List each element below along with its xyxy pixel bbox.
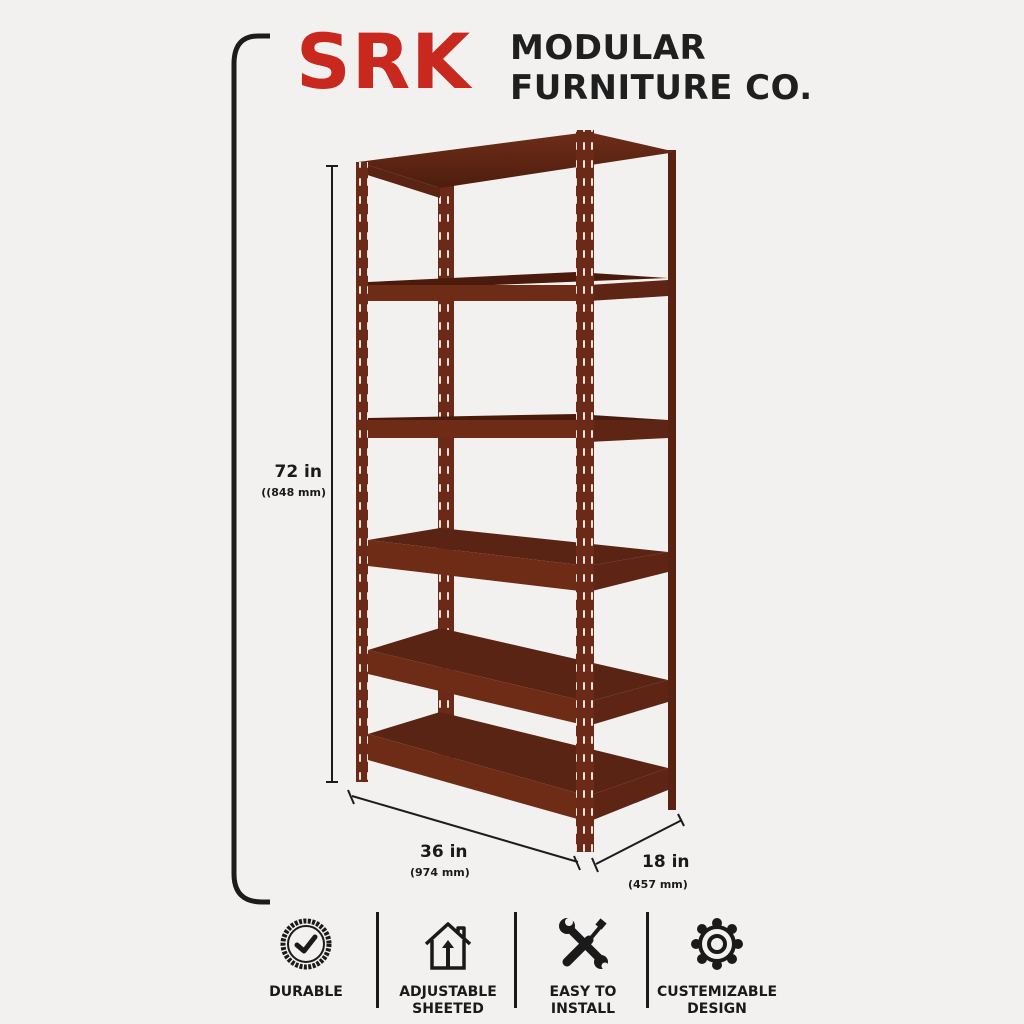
feature-divider: [646, 912, 649, 1008]
brand-tagline-line2: FURNITURE CO.: [510, 68, 813, 108]
height-bracket-decoration: [231, 33, 270, 905]
shelf-2: [368, 272, 668, 301]
height-dimension-line: [326, 165, 338, 783]
feature-label-line1: ADJUSTABLE: [399, 984, 497, 1000]
feature-label-line2: DESIGN: [687, 1001, 747, 1017]
width-metric: (974 mm): [410, 866, 470, 879]
shelf-rack-illustration: [356, 130, 676, 852]
feature-durable: DURABLE: [246, 912, 366, 1016]
feature-label-line1: CUSTEMIZABLE: [656, 984, 778, 1000]
wrench-screwdriver-icon: [524, 912, 642, 976]
shelf-3: [368, 414, 668, 442]
feature-easy-to-install: EASY TO INSTALL: [524, 912, 642, 1017]
width-value: 36 in: [420, 842, 468, 862]
feature-label-line1: EASY TO: [549, 984, 617, 1000]
brand-logo-srk: SRK: [296, 17, 472, 106]
width-depth-dimension-lines: [347, 789, 685, 873]
check-badge-icon: [246, 912, 366, 976]
feature-label-line2: SHEETED: [412, 1001, 484, 1017]
feature-adjustable-sheeted: ADJUSTABLE SHEETED: [386, 912, 510, 1017]
shelf-4: [368, 528, 668, 592]
feature-label-line2: INSTALL: [550, 1001, 616, 1017]
house-arrow-icon: [386, 912, 510, 976]
height-metric: ((848 mm): [261, 486, 326, 499]
feature-customizable-design: CUSTEMIZABLE DESIGN: [652, 912, 782, 1017]
brand-tagline-line1: MODULAR: [510, 28, 707, 68]
shelf-top: [358, 132, 676, 198]
feature-label: DURABLE: [269, 984, 343, 1000]
depth-value: 18 in: [642, 852, 690, 872]
feature-divider: [376, 912, 379, 1008]
gear-icon: [652, 912, 782, 976]
shelf-5: [368, 628, 668, 726]
feature-divider: [514, 912, 517, 1008]
depth-metric: (457 mm): [628, 878, 688, 891]
height-value: 72 in: [274, 462, 322, 482]
